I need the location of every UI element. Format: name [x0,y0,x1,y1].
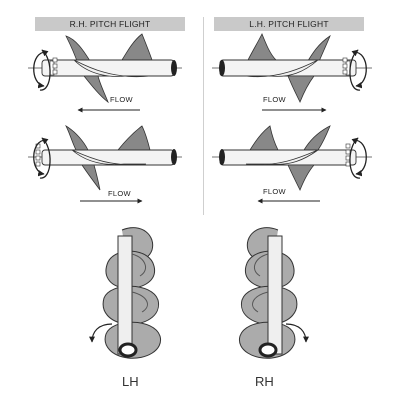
lh-caption: LH [122,374,139,389]
rh-pitch-flight-header: R.H. PITCH FLIGHT [35,17,185,31]
flow-label-top-right: FLOW [263,95,286,104]
lh-pitch-flight-header: L.H. PITCH FLIGHT [214,17,364,31]
flow-label-middle-left: FLOW [108,189,131,198]
rh-flight-auger-middle [28,124,182,204]
lh-flight-auger-middle [212,125,372,204]
flow-label-top-left: FLOW [110,95,133,104]
rh-flight-auger-top [28,33,182,113]
lh-flight-auger-top [212,33,372,113]
rh-spiral-illustration [238,227,309,359]
lh-spiral-illustration [89,227,162,359]
center-divider [203,17,204,215]
flow-label-middle-right: FLOW [263,187,286,196]
rh-caption: RH [255,374,274,389]
